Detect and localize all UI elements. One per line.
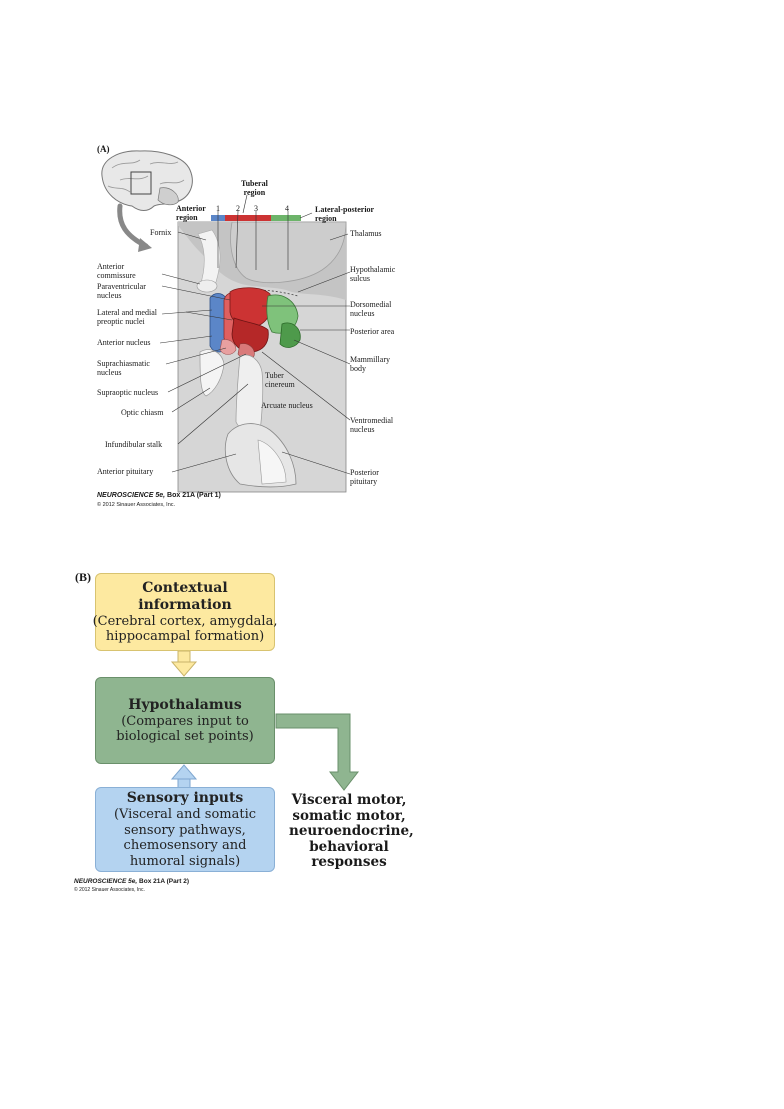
hypothalamic-sulcus-label: Hypothalamic sulcus	[350, 265, 396, 283]
region-number-4: 4	[285, 204, 289, 213]
suprachiasmatic-nucleus-label: Suprachiasmatic nucleus	[97, 359, 150, 377]
contextual-information-box: Contextual information (Cerebral cortex,…	[92, 573, 278, 651]
sensory-inputs-title: Sensory inputs	[126, 790, 244, 806]
fornix-label: Fornix	[150, 228, 172, 237]
panel-b-credit-title: NEUROSCIENCE 5e, Box 21A (Part 2)	[74, 878, 189, 885]
posterior-pituitary-label: Posterior pituitary	[350, 468, 379, 486]
arrow-sensory-to-hypothalamus	[170, 764, 198, 789]
arrow-context-to-hypothalamus	[170, 650, 198, 677]
panel-a-book-title: NEUROSCIENCE 5e,	[97, 492, 166, 499]
arrow-hypothalamus-to-responses	[275, 713, 360, 791]
tuber-cinereum-label: Tuber cinereum	[265, 371, 295, 389]
preoptic-nuclei-label: Lateral and medial preoptic nuclei	[97, 308, 157, 326]
posterior-area-label: Posterior area	[350, 327, 395, 336]
anterior-commissure-label: Anterior commissure	[97, 262, 136, 280]
panel-b-box-ref: Box 21A (Part 2)	[137, 878, 189, 885]
panel-a-credit-title: NEUROSCIENCE 5e, Box 21A (Part 1)	[97, 492, 221, 499]
hypothalamus-box: Hypothalamus (Compares input to biologic…	[95, 677, 275, 764]
contextual-information-sources: (Cerebral cortex, amygdala, hippocampal …	[92, 613, 278, 645]
panel-a-box-ref: Box 21A (Part 1)	[165, 492, 221, 499]
panel-a-copyright: © 2012 Sinauer Associates, Inc.	[97, 502, 176, 508]
sensory-inputs-box: Sensory inputs (Visceral and somatic sen…	[95, 787, 275, 872]
panel-b-book-title: NEUROSCIENCE 5e,	[74, 878, 138, 885]
anterior-region-label: Anterior region	[176, 204, 206, 222]
dorsomedial-nucleus-label: Dorsomedial nucleus	[350, 300, 392, 318]
paraventricular-nucleus-label: Paraventricular nucleus	[97, 282, 146, 300]
sensory-inputs-description: (Visceral and somatic sensory pathways, …	[113, 807, 257, 869]
region-number-2: 2	[236, 204, 240, 213]
hypothalamus-description: (Compares input to biological set points…	[116, 713, 254, 745]
hypothalamus-anatomy-illustration	[101, 150, 351, 493]
responses-text: Visceral motor, somatic motor, neuroendo…	[289, 792, 414, 870]
anterior-nucleus-label: Anterior nucleus	[97, 338, 151, 347]
region-number-1: 1	[216, 204, 220, 213]
region-number-3: 3	[254, 204, 258, 213]
panel-a-letter: (A)	[97, 144, 110, 154]
brain-thumbnail	[101, 150, 193, 252]
thalamus-label: Thalamus	[350, 229, 382, 238]
infundibular-stalk-label: Infundibular stalk	[105, 440, 163, 449]
hypothalamus-title: Hypothalamus	[128, 696, 242, 713]
arcuate-nucleus-label: Arcuate nucleus	[261, 401, 313, 410]
mammillary-body-label: Mammillary body	[350, 355, 390, 373]
contextual-information-title: Contextual information	[138, 579, 232, 613]
ventromedial-nucleus-label: Ventromedial nucleus	[350, 416, 394, 434]
panel-b-copyright: © 2012 Sinauer Associates, Inc.	[74, 887, 145, 893]
tuberal-region-label: Tuberal region	[241, 179, 268, 197]
panel-b-letter: (B)	[75, 570, 91, 584]
optic-chiasm-label: Optic chiasm	[121, 408, 164, 417]
lateral-posterior-region-label: Lateral-posterior region	[315, 205, 375, 223]
anterior-pituitary-label: Anterior pituitary	[97, 467, 154, 476]
supraoptic-nucleus-label: Supraoptic nucleus	[97, 388, 159, 397]
